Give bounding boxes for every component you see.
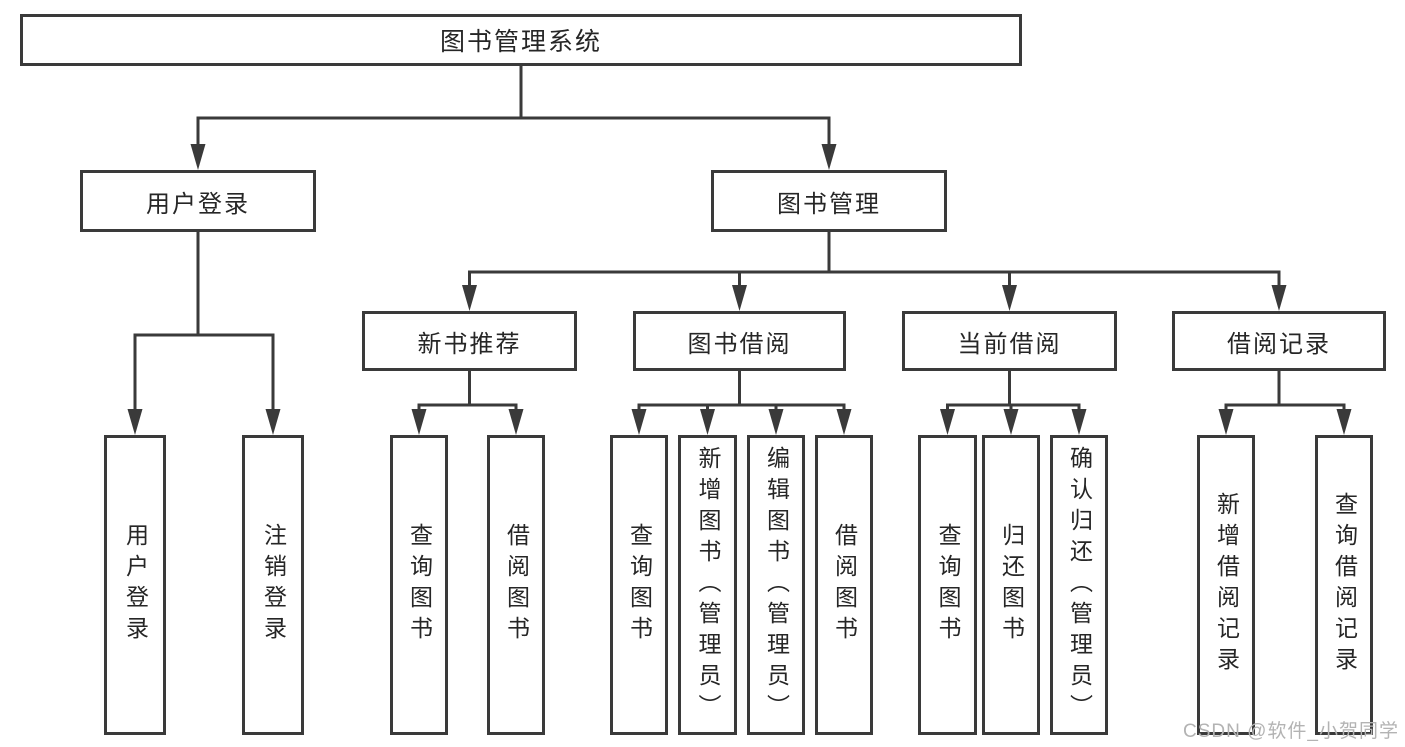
arrowhead-down-icon	[732, 285, 747, 311]
arrowhead-down-icon	[190, 144, 206, 170]
leaf-return-books: 归还图书	[982, 435, 1040, 735]
arrowhead-down-icon	[700, 409, 715, 435]
arrowhead-down-icon	[940, 409, 955, 435]
node-current-borrowing: 当前借阅	[902, 311, 1117, 371]
leaf-query-books-2: 查询图书	[610, 435, 668, 735]
arrowhead-down-icon	[508, 409, 524, 435]
node-library-system: 图书管理系统	[20, 14, 1022, 66]
arrowhead-down-icon	[768, 409, 784, 435]
arrowhead-down-icon	[836, 409, 852, 435]
arrowhead-down-icon	[631, 409, 647, 435]
arrowhead-down-icon	[265, 409, 281, 435]
arrowhead-down-icon	[1336, 409, 1352, 435]
arrowhead-down-icon	[1271, 285, 1287, 311]
leaf-query-books-3: 查询图书	[918, 435, 977, 735]
leaf-logout: 注销登录	[242, 435, 304, 735]
arrowhead-down-icon	[411, 409, 427, 435]
arrowhead-down-icon	[127, 409, 143, 435]
leaf-user-login: 用户登录	[104, 435, 166, 735]
node-book-borrowing: 图书借阅	[633, 311, 846, 371]
leaf-add-borrow-record: 新增借阅记录	[1197, 435, 1255, 735]
node-new-book-recommendation: 新书推荐	[362, 311, 577, 371]
arrowhead-down-icon	[821, 144, 837, 170]
watermark: CSDN @软件_小贺同学	[1183, 721, 1399, 742]
arrowhead-down-icon	[1071, 409, 1087, 435]
node-borrowing-records: 借阅记录	[1172, 311, 1386, 371]
arrowhead-down-icon	[1003, 409, 1019, 435]
leaf-query-borrow-record: 查询借阅记录	[1315, 435, 1373, 735]
leaf-confirm-return-admin: 确认归还（管理员）	[1050, 435, 1108, 735]
leaf-borrow-books-1: 借阅图书	[487, 435, 545, 735]
leaf-query-books-1: 查询图书	[390, 435, 448, 735]
leaf-add-books-admin: 新增图书（管理员）	[678, 435, 737, 735]
node-book-management: 图书管理	[711, 170, 947, 232]
arrowhead-down-icon	[462, 285, 477, 311]
leaf-borrow-books-2: 借阅图书	[815, 435, 873, 735]
leaf-edit-books-admin: 编辑图书（管理员）	[747, 435, 805, 735]
node-user-login: 用户登录	[80, 170, 316, 232]
arrowhead-down-icon	[1218, 409, 1234, 435]
arrowhead-down-icon	[1002, 285, 1017, 311]
